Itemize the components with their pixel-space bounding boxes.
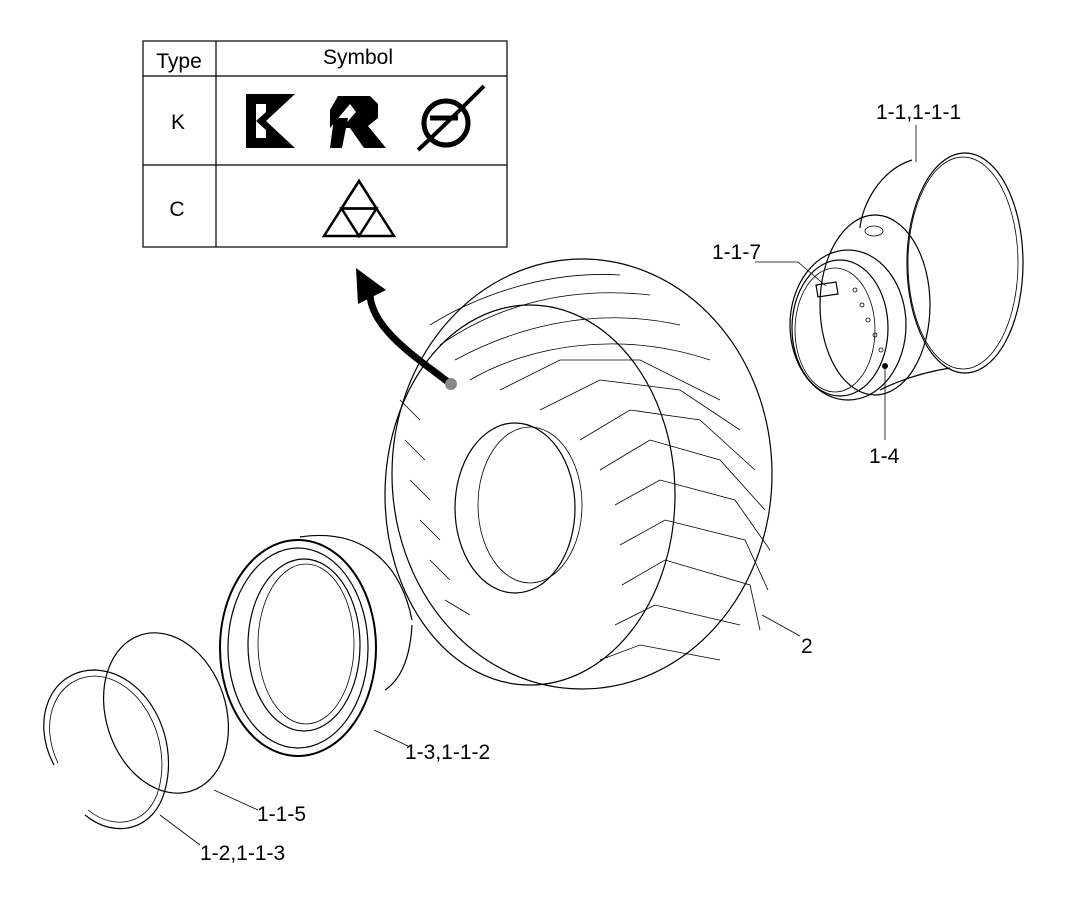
o-ring — [102, 632, 230, 794]
orbit-logo-icon — [416, 84, 486, 152]
rim-holes — [852, 287, 888, 369]
callout-lock-ring: 1-2,1-1-3 — [200, 842, 285, 865]
arrow-to-symbol-location — [356, 268, 457, 390]
callout-labels: 1-1,1-1-1 1-1-7 1-4 2 1-3,1-1-2 1-1-5 1-… — [200, 101, 961, 865]
callout-valve: 1-1-7 — [712, 241, 761, 264]
tire — [384, 258, 773, 690]
callout-rim: 1-1,1-1-1 — [876, 101, 961, 124]
tire-tread — [399, 274, 771, 661]
legend-header-type: Type — [156, 50, 202, 73]
legend-type-c: C — [169, 198, 184, 221]
callout-o-ring: 1-1-5 — [257, 803, 306, 826]
callout-tire: 2 — [801, 635, 813, 658]
legend-table: Type Symbol K C — [142, 40, 508, 248]
callout-rim-hole: 1-4 — [869, 445, 900, 468]
flange — [219, 535, 413, 757]
callout-flange: 1-3,1-1-2 — [405, 741, 490, 764]
r-logo-icon — [330, 96, 386, 148]
lock-ring — [43, 669, 170, 830]
legend-type-k: K — [171, 111, 185, 134]
legend-header-symbol: Symbol — [323, 46, 393, 69]
rim — [789, 152, 1024, 401]
leader-lines — [159, 125, 917, 846]
triforce-triangle-icon — [321, 178, 397, 239]
k-logo-icon — [246, 94, 295, 148]
